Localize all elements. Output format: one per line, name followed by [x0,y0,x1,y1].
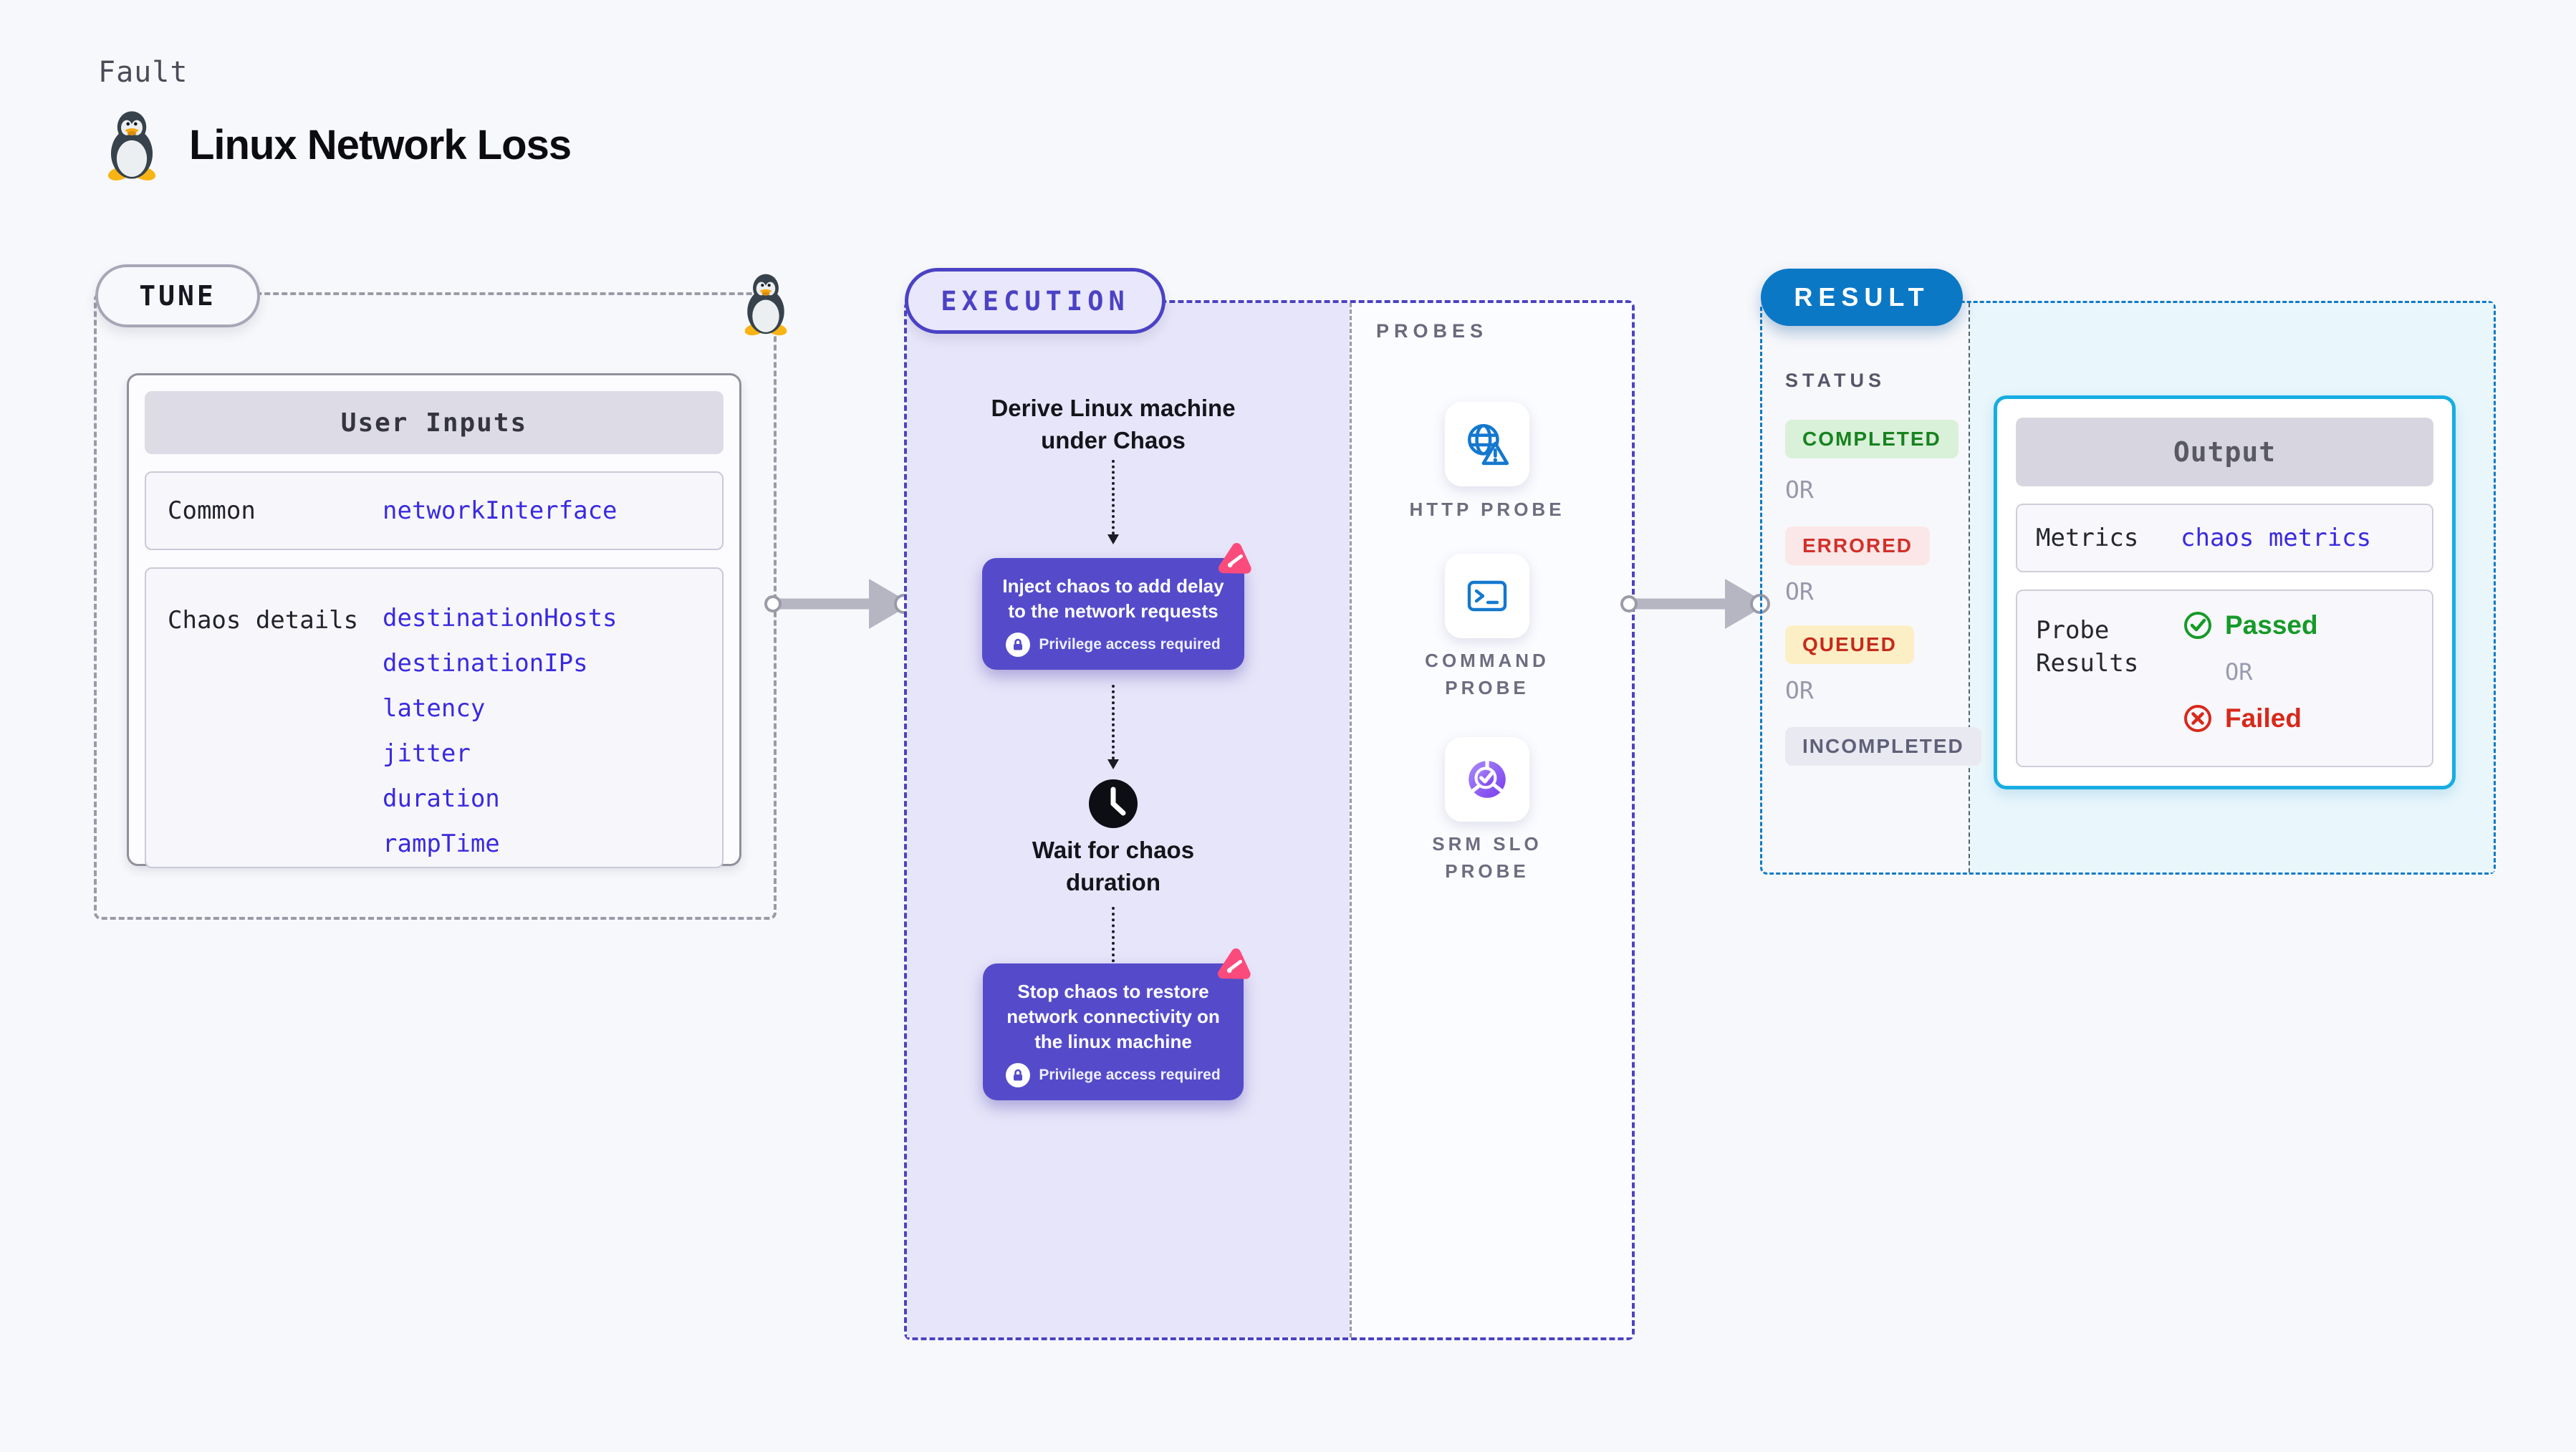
probe-label-command: COMMAND PROBE [1425,650,1549,698]
flow-arrow-execution-to-result [1620,579,1770,629]
user-inputs-table: User Inputs Common networkInterface Chao… [127,373,741,868]
http-probe-card [1445,402,1529,486]
input-value: jitter [383,739,471,768]
metrics-value: chaos metrics [2181,524,2372,552]
globe-alert-icon [1467,423,1509,466]
passed-line: Passed [2182,610,2318,641]
status-badge-queued: QUEUED [1785,625,1914,664]
chaos-logo-icon [1217,948,1251,979]
wait-step-text: Wait for chaos duration [1032,837,1195,895]
metrics-row: Metrics chaos metrics [2016,504,2433,572]
check-circle-icon [2184,612,2211,639]
title-row: Linux Network Loss [100,107,572,182]
failed-line: Failed [2182,703,2318,734]
output-panel: Output Metrics chaos metrics Probe Resul… [1994,395,2456,789]
result-pill: RESULT [1761,269,1963,326]
metrics-label: Metrics [2036,524,2139,552]
derive-step-text: Derive Linux machine under Chaos [991,395,1236,453]
page-title: Linux Network Loss [189,121,572,168]
lock-icon [1006,633,1031,657]
user-inputs-header: User Inputs [145,391,724,454]
tux-penguin-small-icon [744,274,787,336]
connector-arrow [1107,685,1119,769]
terminal-icon [1467,580,1507,612]
lock-icon [1006,1063,1031,1087]
fault-kicker: Fault [98,56,188,89]
input-value: destinationIPs [383,649,588,678]
probes-label: PROBES [1376,320,1489,342]
status-badge-incompleted: INCOMPLETED [1785,727,1981,766]
status-badge-completed: COMPLETED [1785,420,1959,458]
passed-label: Passed [2225,610,2318,640]
row-label: Common [168,496,256,525]
connector-arrow [1107,460,1119,544]
input-value: destinationHosts [383,604,617,633]
probe-results-row: Probe Results Passed OR Failed [2016,590,2433,767]
flow-arrow-tune-to-execution [764,579,914,629]
inject-chaos-node: Inject chaos to add delay to the network… [982,543,1251,670]
slo-pie-check-icon [1469,761,1506,798]
row-label: Chaos details [168,606,359,635]
input-value: duration [383,784,500,813]
probe-label-srm-slo: SRM SLO PROBE [1432,833,1542,882]
or-label: OR [1785,577,1814,605]
privilege-note: Privilege access required [1039,1067,1221,1083]
privilege-row: Privilege access required [996,633,1230,657]
table-row-chaos-details: Chaos details destinationHosts destinati… [145,567,724,868]
input-value: rampTime [383,830,500,858]
input-value: latency [383,694,486,723]
command-probe-card [1445,554,1529,638]
stop-step-text: Stop chaos to restore network connectivi… [1006,981,1220,1052]
srm-slo-probe-card [1445,737,1529,822]
input-value: networkInterface [383,496,617,525]
x-circle-icon [2184,705,2211,732]
or-label: OR [2225,658,2253,686]
output-header: Output [2016,418,2433,486]
tune-pill: TUNE [95,264,260,327]
table-row-common: Common networkInterface [145,471,724,550]
chaos-logo-icon [1218,543,1251,574]
privilege-row: Privilege access required [997,1063,1229,1087]
status-badge-errored: ERRORED [1785,527,1931,565]
execution-pill: EXECUTION [905,268,1166,334]
probe-results-label: Probe Results [2036,616,2139,678]
privilege-note: Privilege access required [1039,636,1221,653]
inject-step-text: Inject chaos to add delay to the network… [1002,575,1224,622]
probe-label-http: HTTP PROBE [1409,499,1565,520]
or-label: OR [1785,676,1814,704]
status-label: STATUS [1785,370,1885,391]
clock-icon [1087,778,1139,830]
or-label: OR [1785,476,1814,504]
failed-label: Failed [2225,703,2302,733]
stop-chaos-node: Stop chaos to restore network connectivi… [983,948,1251,1100]
probe-results-values: Passed OR Failed [2182,591,2318,766]
tux-penguin-icon [107,111,156,181]
